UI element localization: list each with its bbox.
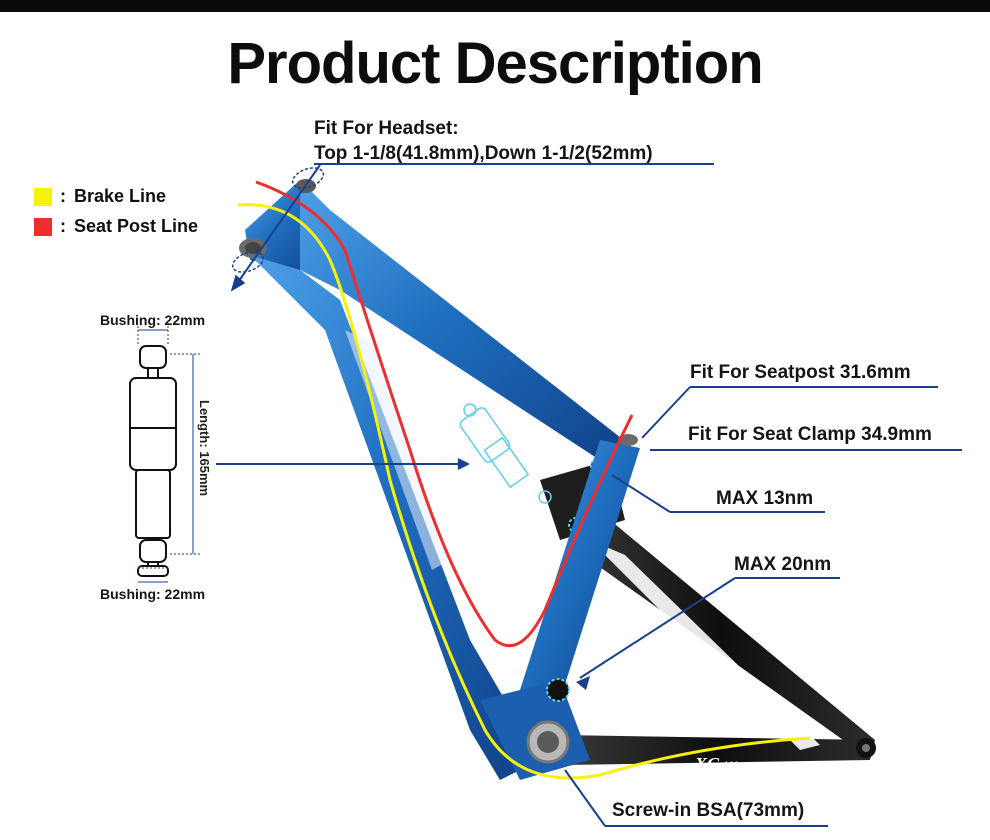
main-frame (239, 179, 640, 780)
legend-item-brake-line: : Brake Line (34, 186, 166, 207)
max-13nm-callout: MAX 13nm (716, 488, 814, 509)
seat-post-line-swatch (34, 217, 52, 236)
seatpost-callout: Fit For Seatpost 31.6mm (690, 362, 911, 383)
headset-line-1: Fit For Headset: (314, 118, 459, 139)
legend-label-seat-post-line: Seat Post Line (74, 216, 199, 236)
frame-logo-sub: 100mm (724, 760, 754, 770)
seat-post-line (255, 180, 634, 648)
brake-line (237, 203, 811, 780)
headset-indicators (230, 164, 325, 292)
bsa-callout: Screw-in BSA(73mm) (612, 800, 805, 821)
headset-callout: Fit For Headset: Top 1-1/8(41.8mm),Down … (314, 116, 653, 166)
frame-shock (459, 403, 552, 504)
legend-colon: : (60, 186, 66, 206)
shock-dimensions (137, 326, 200, 583)
legend-label-brake-line: Brake Line (74, 186, 167, 206)
shock-drawing (129, 345, 177, 577)
shock-length-label: Length: 165mm (197, 400, 212, 496)
bushing-top-label: Bushing: 22mm (100, 312, 206, 328)
page-title: Product Description (227, 31, 763, 96)
frame-logo: XC (694, 754, 720, 774)
seat-clamp-callout: Fit For Seat Clamp 34.9mm (688, 424, 932, 445)
legend-item-seat-post-line: : Seat Post Line (34, 216, 198, 237)
headset-line-2: Top 1-1/8(41.8mm),Down 1-1/2(52mm) (314, 143, 653, 164)
top-bar (0, 0, 990, 12)
bushing-bottom-label: Bushing: 22mm (100, 586, 206, 602)
leader-lines (216, 163, 962, 827)
brake-line-swatch (34, 187, 52, 206)
max-20nm-callout: MAX 20nm (734, 554, 832, 575)
legend-colon: : (60, 216, 66, 236)
